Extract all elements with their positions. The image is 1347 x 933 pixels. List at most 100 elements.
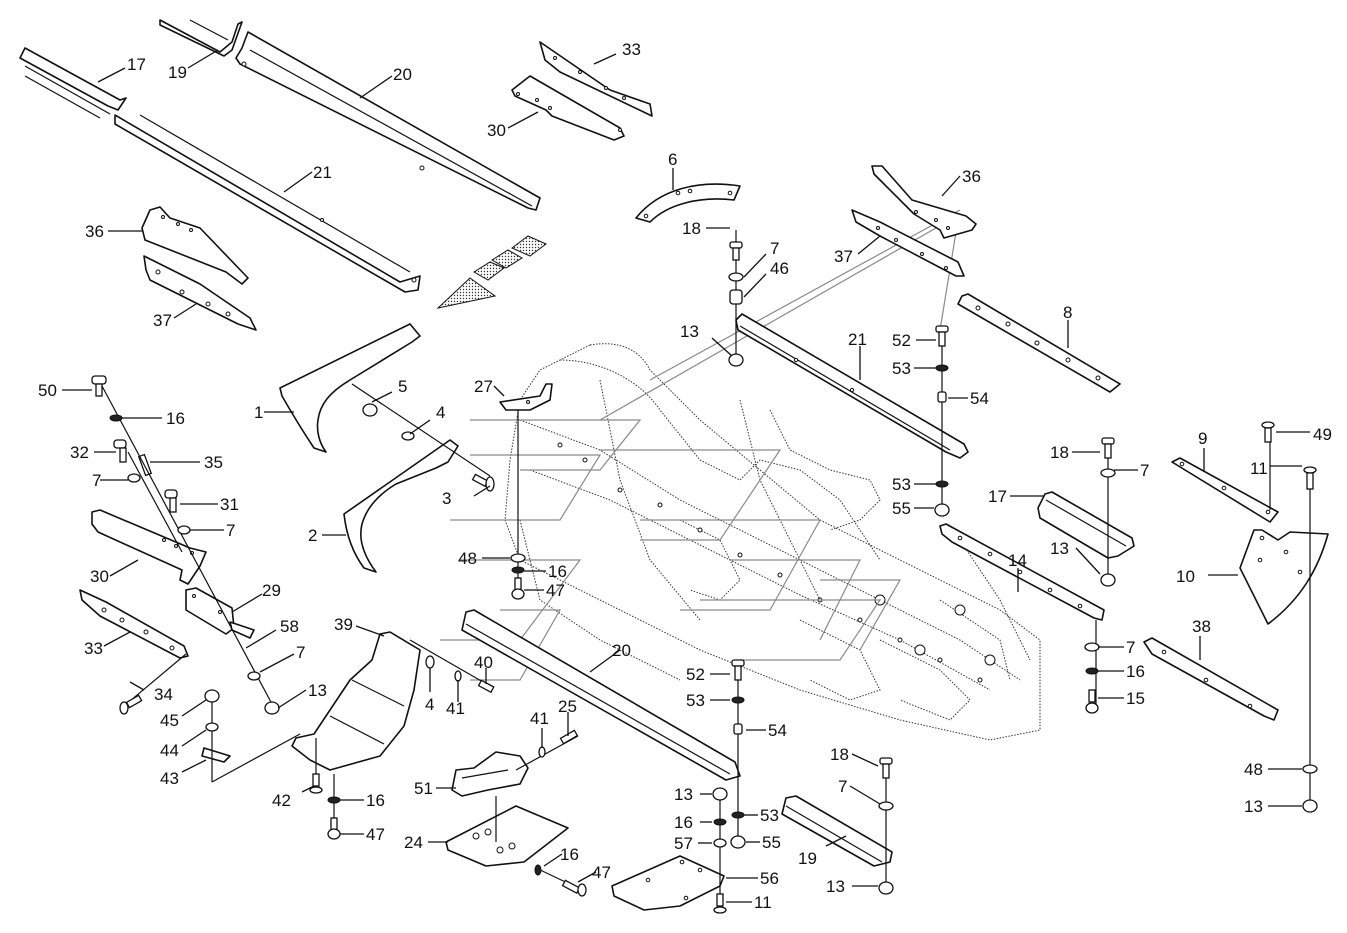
callout-53: 53: [892, 475, 911, 494]
callout-16: 16: [674, 813, 693, 832]
part-37-plate-right: [851, 209, 965, 277]
part-39-skid: [291, 631, 421, 771]
callout-16: 16: [548, 562, 567, 581]
leader-line-34: [129, 681, 145, 691]
callout-16: 16: [366, 791, 385, 810]
callout-13: 13: [308, 681, 327, 700]
callout-46: 46: [770, 259, 789, 278]
part-58-clip: [229, 621, 255, 639]
callout-47: 47: [592, 863, 611, 882]
bolt-32: [113, 439, 127, 463]
part-36-bracket-left: [141, 206, 249, 285]
part-30-bracket-top: [511, 75, 625, 141]
callout-52: 52: [892, 331, 911, 350]
callout-5: 5: [398, 377, 407, 396]
part-20-rail-lower: [461, 609, 741, 781]
leader-line-33: [593, 53, 617, 65]
washer-53-b: [935, 480, 949, 488]
callout-10: 10: [1176, 567, 1195, 586]
callout-55: 55: [892, 499, 911, 518]
leader-line-39: [355, 625, 385, 637]
callout-13: 13: [1244, 797, 1263, 816]
part-10-deflector: [1239, 529, 1329, 625]
callout-45: 45: [160, 711, 179, 730]
part-30-bracket-left: [91, 509, 207, 585]
callout-20: 20: [612, 641, 631, 660]
callout-36: 36: [85, 222, 104, 241]
bolt-52-b: [731, 659, 745, 681]
callout-11: 11: [754, 893, 772, 912]
callout-41: 41: [530, 709, 549, 728]
callout-8: 8: [1063, 303, 1072, 322]
bolt-47-a: [511, 577, 525, 600]
nut-13-a: [728, 353, 744, 367]
leader-line-20: [359, 75, 393, 99]
part-2-shield: [343, 439, 459, 573]
callout-18: 18: [682, 219, 701, 238]
leader-line-46: [743, 273, 767, 298]
bolt-18-a: [729, 241, 743, 261]
callout-53: 53: [892, 359, 911, 378]
leader-line-19: [187, 49, 219, 69]
leader-line-7: [849, 785, 881, 805]
washer-16-a: [109, 414, 123, 422]
callout-49: 49: [1313, 425, 1332, 444]
part-19-channel: [781, 795, 893, 867]
callout-7: 7: [296, 643, 305, 662]
callout-7: 7: [770, 239, 779, 258]
part-51-bracket: [451, 751, 529, 797]
washer-41-a: [454, 670, 462, 682]
part-43-shim: [201, 747, 231, 763]
callout-51: 51: [414, 779, 433, 798]
part-37-plate-left: [143, 255, 257, 331]
washer-57: [713, 838, 727, 848]
callout-20: 20: [393, 65, 412, 84]
callout-39: 39: [334, 615, 353, 634]
callout-55: 55: [762, 833, 781, 852]
callout-17: 17: [988, 487, 1007, 506]
leader-line-47: [577, 871, 597, 883]
part-9-strip: [1171, 457, 1279, 523]
washer-53-d: [731, 811, 745, 819]
washer-16-d: [534, 864, 542, 876]
nut-55-a: [934, 503, 950, 517]
callout-7: 7: [226, 521, 235, 540]
nut-13-f: [1302, 799, 1318, 813]
callout-9: 9: [1198, 429, 1207, 448]
callout-4: 4: [436, 403, 445, 422]
part-29-block: [185, 587, 235, 635]
callout-11: 11: [1250, 459, 1268, 478]
callout-58: 58: [280, 617, 299, 636]
spacer-46: [729, 289, 743, 305]
callout-19: 19: [798, 849, 817, 868]
callout-16: 16: [166, 409, 185, 428]
part-6-arc-plate: [635, 183, 741, 223]
callout-18: 18: [830, 745, 849, 764]
callout-57: 57: [674, 834, 693, 853]
leader-line-19: [825, 835, 847, 847]
callout-52: 52: [686, 665, 705, 684]
callout-21: 21: [848, 330, 867, 349]
callout-7: 7: [838, 777, 847, 796]
washer-48-a: [510, 553, 526, 563]
washer-44: [205, 722, 219, 732]
part-33-plate-left: [79, 589, 189, 659]
bolt-47-b: [327, 817, 341, 840]
part-21-rail: [114, 114, 421, 293]
callout-21: 21: [313, 163, 332, 182]
leader-line-13: [1075, 547, 1101, 575]
washer-41-b: [538, 746, 546, 758]
callout-13: 13: [826, 877, 845, 896]
callout-54: 54: [970, 389, 989, 408]
callout-33: 33: [622, 40, 641, 59]
screw-49: [1261, 421, 1275, 443]
hardware: [91, 241, 1318, 914]
callout-32: 32: [70, 443, 89, 462]
callout-50: 50: [38, 381, 57, 400]
part-24-plate: [445, 805, 569, 867]
leader-line-7: [259, 653, 295, 673]
leader-line-21: [283, 171, 313, 193]
leader-line-37: [173, 303, 197, 319]
leader-line-30: [109, 559, 139, 577]
